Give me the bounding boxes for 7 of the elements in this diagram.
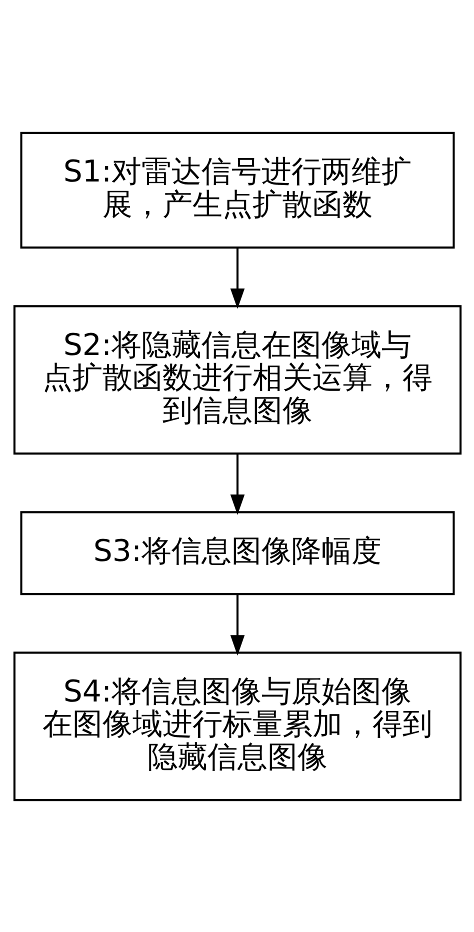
node-box: S2:将隐藏信息在图像域与点扩散函数进行相关运算，得到信息图像 (12, 304, 462, 454)
arrow (230, 594, 244, 656)
arrow (230, 247, 244, 308)
node-box: S3:将信息图像降幅度 (20, 510, 454, 595)
arrow (230, 453, 244, 514)
node-box: S1:对雷达信号进行两维扩展，产生点扩散函数 (20, 131, 454, 248)
node-box: S4:将信息图像与原始图像在图像域进行标量累加，得到隐藏信息图像 (12, 651, 462, 801)
